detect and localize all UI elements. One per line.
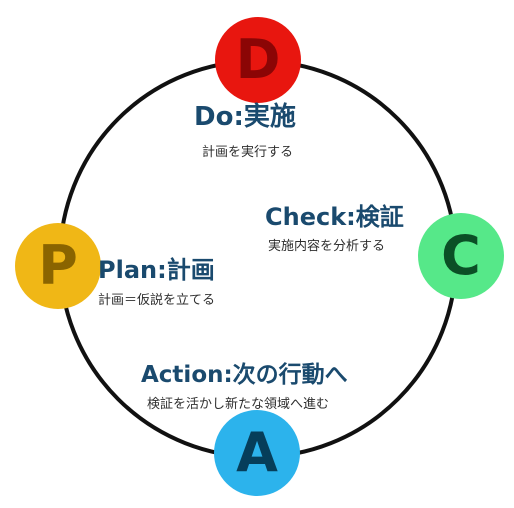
check-title: Check:検証 bbox=[265, 203, 404, 231]
plan-description: 計画＝仮説を立てる bbox=[98, 293, 216, 308]
action-description: 検証を活かし新たな領域へ進む bbox=[147, 397, 330, 412]
plan-title: Plan:計画 bbox=[98, 256, 215, 284]
do-description: 計画を実行する bbox=[202, 145, 294, 160]
check-letter: C bbox=[441, 224, 481, 287]
do-letter: D bbox=[235, 28, 281, 91]
action-node: A bbox=[214, 410, 300, 496]
do-title: Do:実施 bbox=[194, 102, 296, 132]
plan-letter: P bbox=[38, 234, 78, 297]
check-description: 実施内容を分析する bbox=[268, 239, 386, 254]
plan-node: P bbox=[15, 223, 101, 309]
action-title: Action:次の行動へ bbox=[141, 362, 348, 388]
action-letter: A bbox=[236, 421, 278, 484]
do-node: D bbox=[215, 17, 301, 103]
check-node: C bbox=[418, 213, 504, 299]
